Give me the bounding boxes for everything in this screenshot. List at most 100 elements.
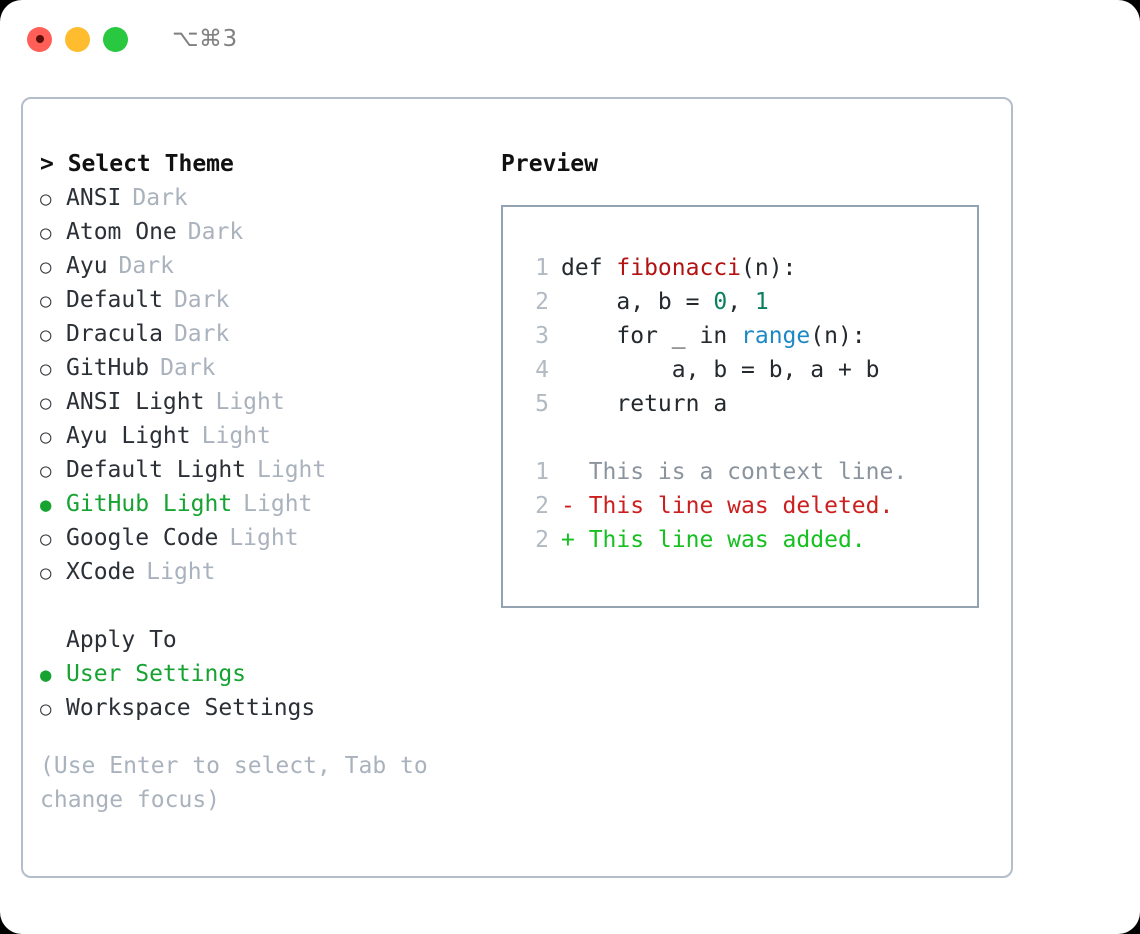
theme-variant-tag: Light xyxy=(257,457,327,483)
code-token: a, b = xyxy=(561,289,714,315)
theme-name: GitHub xyxy=(66,355,150,381)
radio-unselected-icon: ○ xyxy=(40,222,52,244)
code-token: a, b = b, a + b xyxy=(561,357,880,383)
list-spacer xyxy=(40,589,480,623)
apply-to-option-workspace-settings[interactable]: ○ Workspace Settings xyxy=(40,691,480,725)
theme-name: ANSI Light xyxy=(66,389,205,415)
theme-name: XCode xyxy=(66,559,136,585)
theme-option-default-light[interactable]: ○ Default Light Light xyxy=(40,453,480,487)
theme-variant-tag: Dark xyxy=(187,219,244,245)
diff-line: 2- This line was deleted. xyxy=(521,489,907,523)
theme-variant-tag: Light xyxy=(201,423,271,449)
preview-heading: Preview xyxy=(501,151,598,177)
theme-option-ayu[interactable]: ○ Ayu Dark xyxy=(40,249,480,283)
apply-to-option-user-settings[interactable]: ● User Settings xyxy=(40,657,480,691)
theme-option-ayu-light[interactable]: ○ Ayu Light Light xyxy=(40,419,480,453)
diff-text: This is a context line. xyxy=(561,459,908,485)
line-number: 2 xyxy=(535,289,549,315)
theme-variant-tag: Light xyxy=(243,491,313,517)
theme-name: Default Light xyxy=(66,457,247,483)
code-line: 5 return a xyxy=(521,387,907,421)
theme-variant-tag: Dark xyxy=(173,321,230,347)
radio-unselected-icon: ○ xyxy=(40,256,52,278)
theme-name: Dracula xyxy=(66,321,163,347)
theme-option-google-code[interactable]: ○ Google Code Light xyxy=(40,521,480,555)
apply-to-label: Apply To xyxy=(66,627,177,653)
theme-variant-tag: Dark xyxy=(160,355,216,381)
code-line: 3 for _ in range(n): xyxy=(521,319,907,353)
line-number: 1 xyxy=(535,255,549,281)
theme-option-ansi-light[interactable]: ○ ANSI Light Light xyxy=(40,385,480,419)
radio-selected-icon: ● xyxy=(40,664,52,686)
theme-variant-tag: Dark xyxy=(173,287,230,313)
theme-variant-tag: Dark xyxy=(118,253,174,279)
line-number: 4 xyxy=(535,357,549,383)
line-number: 2 xyxy=(535,493,549,519)
theme-option-dracula[interactable]: ○ Dracula Dark xyxy=(40,317,480,351)
keyboard-shortcut-label: ⌥⌘3 xyxy=(172,26,238,52)
line-number: 3 xyxy=(535,323,549,349)
code-token: for _ in xyxy=(561,323,742,349)
theme-option-github[interactable]: ○ GitHub Dark xyxy=(40,351,480,385)
diff-text: + This line was added. xyxy=(561,527,866,553)
apply-to-heading-row: Apply To xyxy=(40,623,480,657)
window-controls xyxy=(27,26,128,52)
theme-option-ansi[interactable]: ○ ANSI Dark xyxy=(40,181,480,215)
radio-unselected-icon: ○ xyxy=(40,392,52,414)
line-number: 5 xyxy=(535,391,549,417)
radio-unselected-icon: ○ xyxy=(40,324,52,346)
code-diff-spacer xyxy=(521,421,907,455)
keyboard-hint-text: (Use Enter to select, Tab to change focu… xyxy=(40,753,442,813)
theme-name: Google Code xyxy=(66,525,219,551)
apply-to-list[interactable]: ● User Settings ○ Workspace Settings xyxy=(40,657,480,725)
select-theme-heading: > Select Theme xyxy=(40,151,234,177)
apply-to-name: User Settings xyxy=(66,661,247,687)
radio-unselected-icon: ○ xyxy=(40,562,52,584)
zoom-button[interactable] xyxy=(103,26,128,52)
radio-unselected-icon: ○ xyxy=(40,460,52,482)
theme-variant-tag: Light xyxy=(215,389,285,415)
theme-name: Ayu Light xyxy=(66,423,191,449)
code-line: 2 a, b = 0, 1 xyxy=(521,285,907,319)
diff-lines: 1 This is a context line.2- This line wa… xyxy=(521,455,907,557)
radio-unselected-icon: ○ xyxy=(40,358,52,380)
line-number: 2 xyxy=(535,527,549,553)
code-token: (n): xyxy=(810,323,866,349)
theme-name: Ayu xyxy=(66,253,108,279)
close-button[interactable] xyxy=(27,26,52,52)
code-token: (n): xyxy=(741,255,797,281)
theme-name: Default xyxy=(66,287,163,313)
radio-selected-icon: ● xyxy=(40,494,52,516)
code-token: 0 xyxy=(713,289,728,315)
radio-unselected-icon: ○ xyxy=(40,698,52,720)
code-token: range xyxy=(741,323,811,349)
code-token: , xyxy=(727,289,755,315)
close-icon xyxy=(35,35,44,43)
preview-column: Preview xyxy=(501,147,1001,181)
apply-to-name: Workspace Settings xyxy=(66,695,316,721)
minimize-button[interactable] xyxy=(65,26,90,52)
radio-unselected-icon: ○ xyxy=(40,188,52,210)
title-bar: ⌥⌘3 xyxy=(0,0,1140,78)
radio-unselected-icon: ○ xyxy=(40,528,52,550)
code-line: 1 def fibonacci(n): xyxy=(521,251,907,285)
diff-line: 2 + This line was added. xyxy=(521,523,907,557)
code-token: def xyxy=(561,255,617,281)
theme-option-github-light[interactable]: ● GitHub Light Light xyxy=(40,487,480,521)
theme-variant-tag: Dark xyxy=(132,185,188,211)
theme-name: ANSI xyxy=(66,185,122,211)
theme-name: GitHub Light xyxy=(66,491,233,517)
theme-variant-tag: Light xyxy=(229,525,299,551)
radio-unselected-icon: ○ xyxy=(40,426,52,448)
code-token: fibonacci xyxy=(616,255,742,281)
